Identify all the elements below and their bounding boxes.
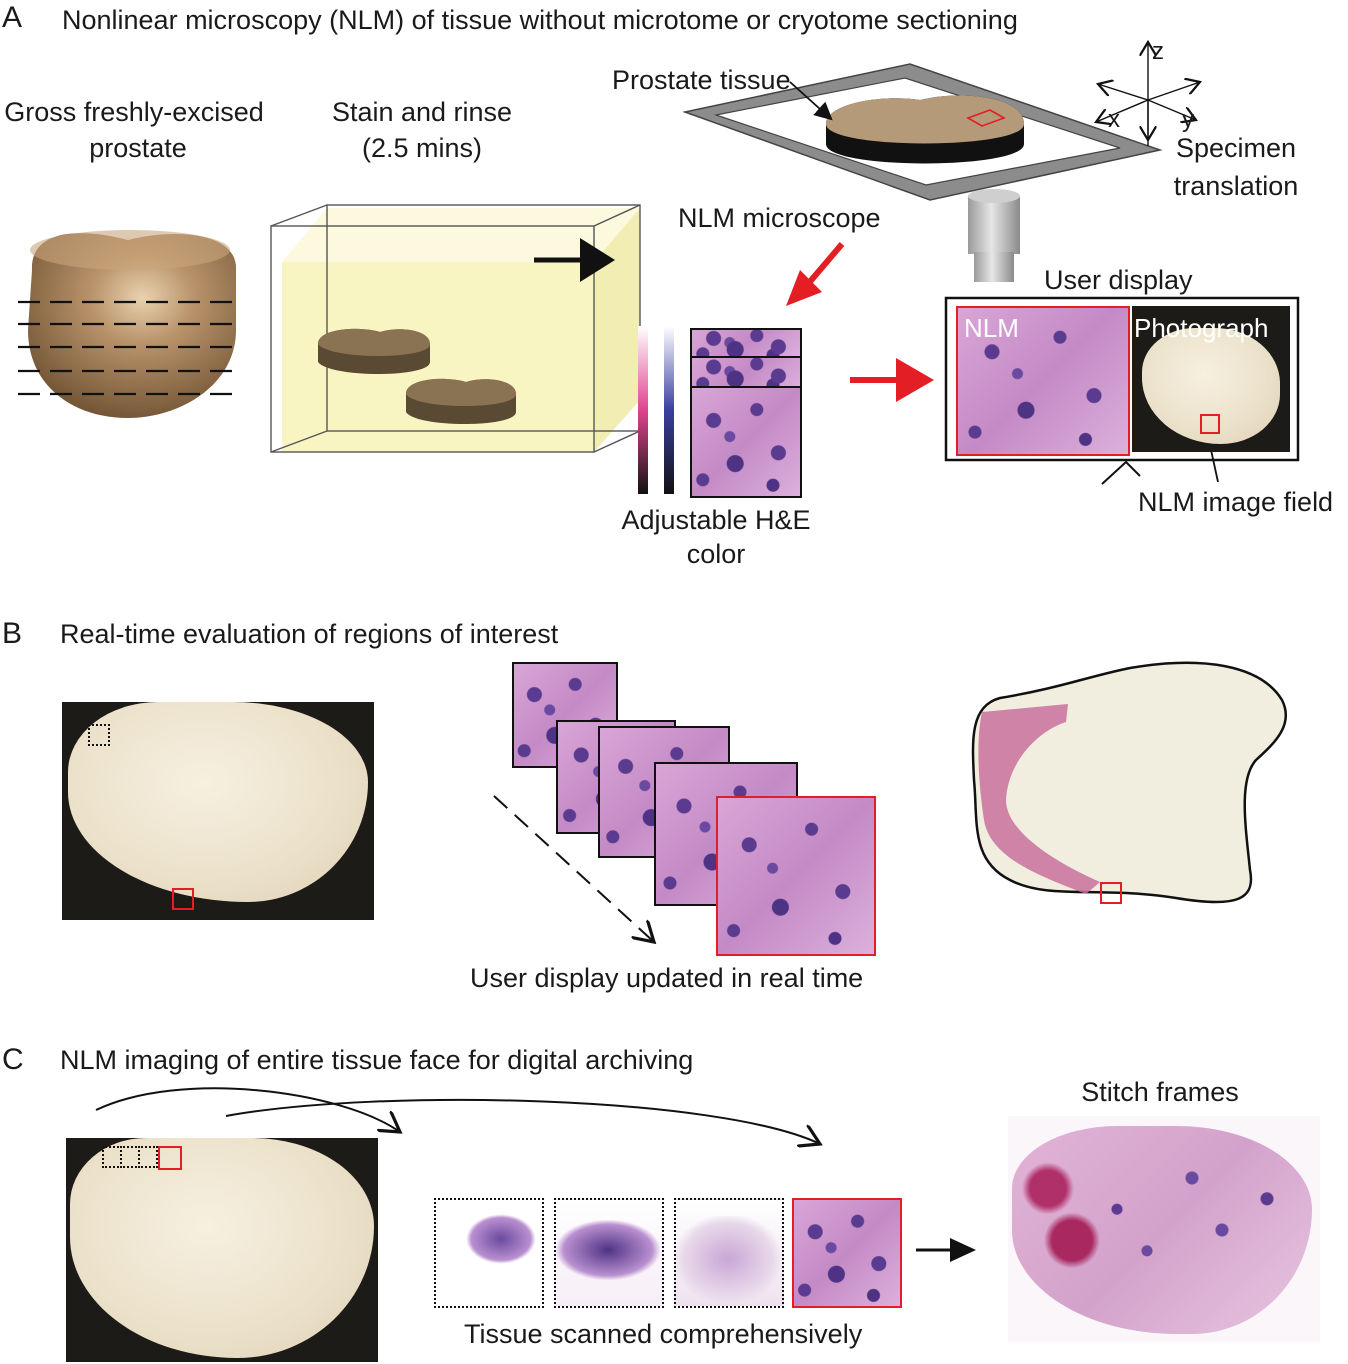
scan-frame-3 [674,1198,784,1308]
hematoxylin-color-bar [664,326,674,494]
tissue-photograph-b [62,702,374,920]
start-field-marker [88,724,110,746]
display-photograph-label: Photograph [1134,313,1269,343]
display-photograph [1132,306,1290,452]
stain-label-2: (2.5 mins) [361,133,483,163]
nlm-microscope-label: NLM microscope [678,203,881,233]
photo-field-marker [1200,414,1220,434]
display-nlm-image [956,306,1130,456]
gross-prostate [18,230,238,418]
axis-z-label: z [1152,38,1164,65]
overlay-field-marker [1100,882,1122,904]
panel-b-title: Real-time evaluation of regions of inter… [60,619,559,649]
axes [1096,42,1200,146]
stitch-frames-label: Stitch frames [1081,1077,1239,1107]
he-tile-2 [690,356,802,390]
panel-a-letter: A [2,1,23,34]
gross-prostate-label-2: prostate [89,133,187,163]
stain-box [270,204,641,453]
specimen-stage [682,63,1163,201]
stain-label-1: Stain and rinse [331,97,513,127]
scanned-field-3 [138,1146,158,1168]
panel-b-caption: User display updated in real time [470,963,864,993]
panel-b-letter: B [2,617,23,650]
scanned-field-2 [120,1146,140,1168]
he-color-label-1: Adjustable H&E [621,505,811,535]
objective-lens [968,189,1020,282]
scanning-field-current [158,1146,182,1170]
eosin-color-bar [638,326,648,494]
scanned-field-1 [102,1146,122,1168]
realtime-frame-current [716,796,876,956]
current-field-marker [172,888,194,910]
panel-c-title: NLM imaging of entire tissue face for di… [60,1045,694,1075]
scan-frame-1 [434,1198,544,1308]
prostate-tissue-label: Prostate tissue [612,65,791,95]
specimen-translation-label-1: Specimen [1175,133,1297,163]
panel-c-letter: C [2,1043,24,1076]
user-display-label: User display [1044,265,1193,295]
he-color-label-2: color [686,539,746,569]
panel-a-title: Nonlinear microscopy (NLM) of tissue wit… [62,5,1018,35]
he-tile-3 [690,386,802,498]
user-display-frame [944,296,1300,462]
tissue-outline-with-overlay [971,661,1288,904]
axis-y-label: y [1182,106,1194,133]
specimen-translation-label-2: translation [1173,171,1299,201]
nlm-image-field-label: NLM image field [1138,487,1334,517]
panel-c-caption: Tissue scanned comprehensively [464,1319,863,1349]
axis-x-label: x [1108,106,1120,133]
display-nlm-label: NLM [964,313,1019,343]
stitched-mosaic [1008,1116,1320,1342]
scan-frame-2 [554,1198,664,1308]
gross-prostate-label-1: Gross freshly-excised [4,97,264,127]
scan-frame-current [792,1198,902,1308]
tissue-photograph-c [66,1138,378,1362]
